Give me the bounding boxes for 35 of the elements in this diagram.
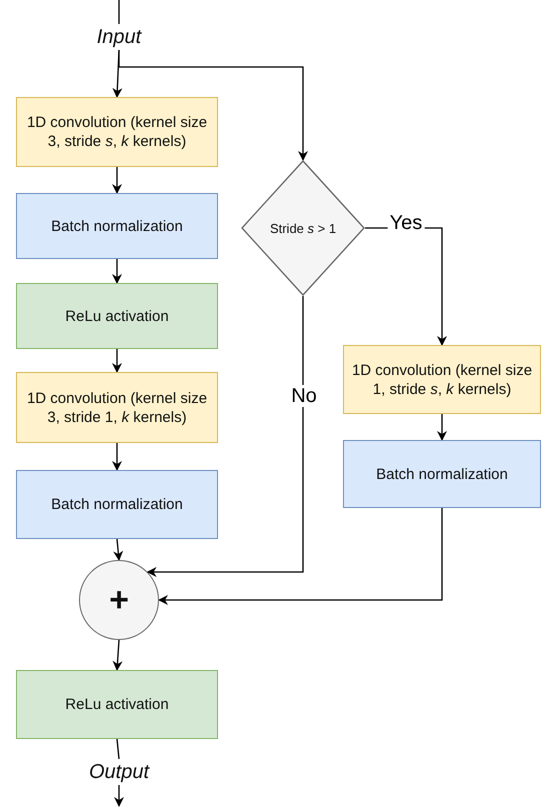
process-box — [16, 470, 218, 539]
connector-line — [118, 0, 120, 24]
arrow — [112, 167, 122, 194]
box-label: ReLu activation — [64, 695, 170, 714]
arrow — [113, 538, 124, 561]
decision-label: Stride s > 1 — [268, 220, 338, 238]
plus-sign: + — [108, 583, 130, 617]
box-label: Batch normalization — [50, 216, 184, 236]
arrow — [112, 259, 122, 284]
box-label: Batch normalization — [375, 464, 509, 484]
arrow — [112, 349, 122, 373]
arrow — [112, 50, 122, 98]
box-label: 1D convolution (kernel size 1, stride s, k kernels) — [350, 360, 534, 398]
arrow — [118, 50, 308, 161]
process-box — [16, 372, 218, 443]
arrow — [114, 785, 124, 807]
process-box — [343, 440, 541, 508]
arrow — [437, 414, 447, 441]
box-label: 1D convolution (kernel size 3, stride s, k kernels) — [26, 113, 208, 151]
process-box — [16, 670, 218, 739]
arrow — [146, 296, 304, 577]
arrow — [112, 640, 123, 671]
connector-line — [116, 738, 120, 760]
box-label: Batch normalization — [50, 495, 184, 514]
process-box — [16, 97, 218, 167]
decision-diamond — [241, 160, 365, 296]
box-label: 1D convolution (kernel size 3, stride 1, k kernels) — [26, 388, 208, 426]
process-box — [16, 283, 218, 349]
arrow — [158, 508, 443, 605]
box-label: ReLu activation — [64, 306, 170, 326]
arrow — [112, 443, 122, 471]
flow-label: Output — [74, 759, 164, 785]
flow-label: Input — [79, 24, 159, 50]
process-box — [343, 345, 541, 414]
process-box — [16, 193, 218, 259]
